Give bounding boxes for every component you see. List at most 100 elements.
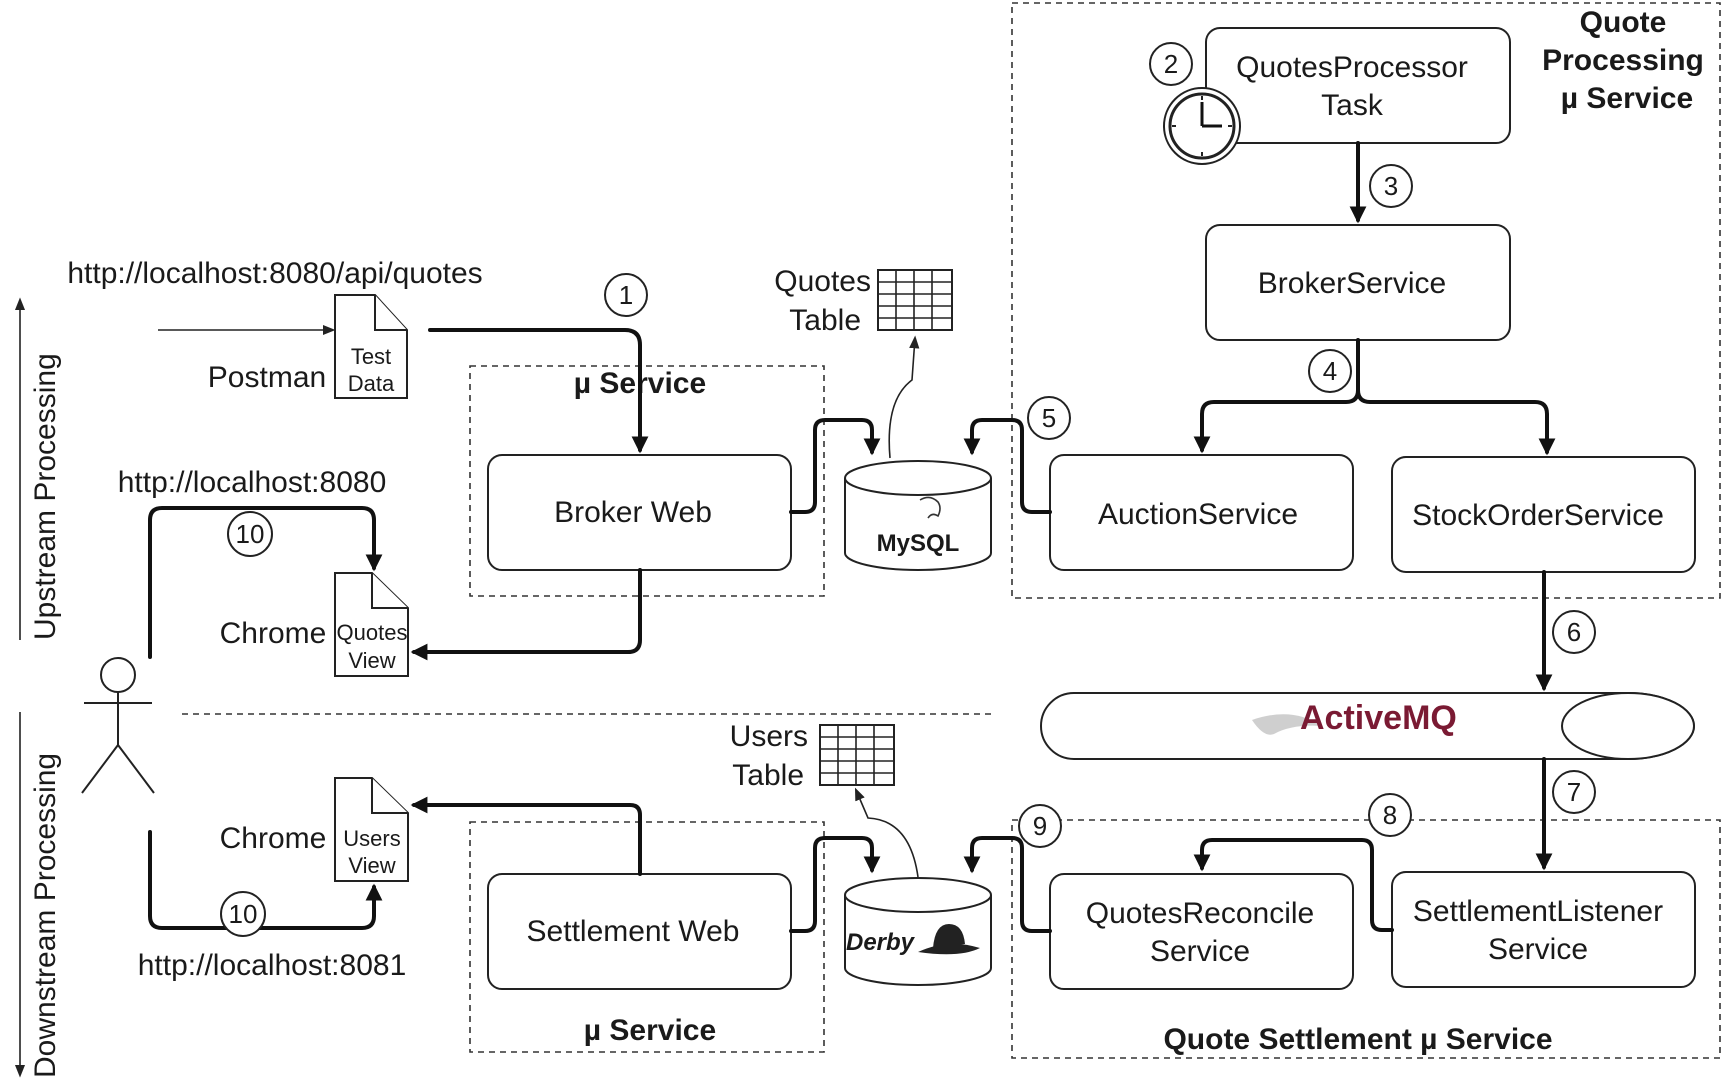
- quote-processing-title-3: µ Service: [1561, 82, 1693, 115]
- step-10-upper-number: 10: [236, 519, 265, 549]
- flow-arrow-4b: [1356, 388, 1556, 456]
- dolphin-icon: [919, 496, 941, 519]
- settlementweb-to-usersview-arrow: [410, 796, 642, 876]
- quotes-view-document-icon: Quotes View: [334, 572, 409, 677]
- settlement-listener-label-2: Service: [1488, 933, 1588, 966]
- step-10-upper-badge: 10: [227, 511, 273, 557]
- step-2-badge: 2: [1149, 42, 1193, 86]
- test-data-document-icon: Test Data: [334, 294, 408, 399]
- broker-web-box: Broker Web: [487, 454, 792, 571]
- step-10-lower-number: 10: [229, 899, 258, 929]
- users-view-label-2: View: [348, 853, 395, 878]
- users-table-icon: [819, 724, 895, 786]
- broker-microservice-group: [469, 365, 825, 597]
- test-data-label-1: Test: [351, 344, 391, 369]
- flow-arrow-10-lower: [148, 830, 383, 930]
- broker-service-box: BrokerService: [1205, 224, 1511, 341]
- postman-label: Postman: [208, 361, 326, 394]
- step-10-lower-badge: 10: [220, 891, 266, 937]
- upstream-processing-label: Upstream Processing: [29, 353, 62, 640]
- downstream-processing-label: Downstream Processing: [29, 753, 62, 1078]
- quote-settlement-group: [1011, 819, 1721, 1059]
- quote-settlement-title: Quote Settlement µ Service: [1163, 1023, 1552, 1056]
- step-7-badge: 7: [1552, 770, 1596, 814]
- mysql-logo-label: MySQL: [877, 530, 960, 557]
- settlement-microservice-group: [469, 821, 825, 1053]
- flow-arrow-8: [1193, 838, 1394, 932]
- derby-to-userstable-arrow: [854, 787, 919, 878]
- upstream-label-group: Upstream Processing: [14, 297, 62, 640]
- step-9-badge: 9: [1018, 804, 1062, 848]
- step-4-number: 4: [1323, 356, 1337, 386]
- users-view-label-1: Users: [343, 826, 400, 851]
- activemq-logo-label: ActiveMQ: [1300, 699, 1457, 737]
- step-8-number: 8: [1383, 800, 1397, 830]
- user-figure-icon: [81, 657, 155, 794]
- feather-icon: [1252, 714, 1322, 735]
- step-8-badge: 8: [1368, 793, 1412, 837]
- activemq-queue: ActiveMQ: [1040, 692, 1695, 760]
- flow-arrow-5: [963, 418, 1052, 514]
- step-5-number: 5: [1042, 403, 1056, 433]
- flow-arrow-10-upper: [148, 506, 383, 659]
- activemq-brand-mq: MQ: [1402, 699, 1457, 737]
- mysql-database: MySQL: [844, 460, 992, 571]
- settlement-web-label: Settlement Web: [527, 915, 740, 948]
- quotes-processor-label-1: QuotesProcessor: [1236, 51, 1468, 84]
- quotes-view-label-2: View: [348, 648, 395, 673]
- step-1-badge: 1: [604, 273, 648, 317]
- settlement-listener-service-box: SettlementListener Service: [1391, 871, 1696, 988]
- flow-arrow-1: [428, 328, 649, 454]
- step-1-number: 1: [619, 280, 633, 310]
- quotes-processor-label-2: Task: [1321, 89, 1384, 122]
- brokerweb-to-mysql-arrow: [789, 418, 881, 514]
- clock-icon: [1163, 87, 1241, 165]
- derby-database: Derby: [844, 877, 992, 986]
- users-table-label-2: Table: [732, 759, 804, 792]
- downstream-label-group: Downstream Processing: [14, 712, 62, 1078]
- quote-processing-title-2: Processing: [1542, 44, 1704, 77]
- step-5-badge: 5: [1027, 396, 1071, 440]
- activemq-brand-active: Active: [1300, 699, 1402, 737]
- settlement-listener-label-1: SettlementListener: [1413, 895, 1663, 928]
- settlement-microservice-title: µ Service: [584, 1014, 716, 1047]
- quote-processing-group: [1011, 2, 1721, 599]
- quotes-table-icon: [877, 269, 953, 331]
- derby-logo-label: Derby: [846, 929, 916, 956]
- quotes-processor-task-box: QuotesProcessor Task: [1205, 27, 1511, 144]
- quotes-view-label-1: Quotes: [337, 620, 408, 645]
- quotes-table-label-2: Table: [789, 304, 861, 337]
- quote-processing-title-1: Quote: [1580, 6, 1667, 39]
- quotes-reconcile-label-1: QuotesReconcile: [1086, 897, 1314, 930]
- step-3-number: 3: [1384, 171, 1398, 201]
- step-6-number: 6: [1567, 617, 1581, 647]
- step-7-number: 7: [1567, 777, 1581, 807]
- test-data-label-2: Data: [348, 371, 395, 396]
- flow-arrow-9: [963, 836, 1052, 933]
- step-3-badge: 3: [1369, 164, 1413, 208]
- step-2-number: 2: [1164, 49, 1178, 79]
- step-9-number: 9: [1033, 811, 1047, 841]
- derby-hat-icon: [918, 924, 980, 955]
- step-6-badge: 6: [1552, 610, 1596, 654]
- settlementweb-to-derby-arrow: [789, 836, 881, 933]
- quotes-reconcile-label-2: Service: [1150, 935, 1250, 968]
- auction-service-label: AuctionService: [1098, 498, 1298, 531]
- settlement-web-box: Settlement Web: [487, 873, 792, 990]
- users-view-document-icon: Users View: [334, 777, 409, 882]
- auction-service-box: AuctionService: [1049, 454, 1354, 571]
- stock-order-service-label: StockOrderService: [1412, 499, 1664, 532]
- chrome-lower-label: Chrome: [220, 822, 327, 855]
- stock-order-service-box: StockOrderService: [1391, 456, 1696, 573]
- step-4-badge: 4: [1308, 349, 1352, 393]
- broker-url: http://localhost:8080: [118, 466, 387, 499]
- chrome-upper-label: Chrome: [220, 617, 327, 650]
- quotes-table-label-1: Quotes: [774, 265, 871, 298]
- broker-service-label: BrokerService: [1258, 267, 1446, 300]
- broker-web-label: Broker Web: [554, 496, 712, 529]
- mysql-to-quotestable-arrow: [888, 335, 920, 459]
- quotes-reconcile-service-box: QuotesReconcile Service: [1049, 873, 1354, 990]
- api-quotes-url: http://localhost:8080/api/quotes: [67, 257, 482, 290]
- settlement-url: http://localhost:8081: [138, 949, 407, 982]
